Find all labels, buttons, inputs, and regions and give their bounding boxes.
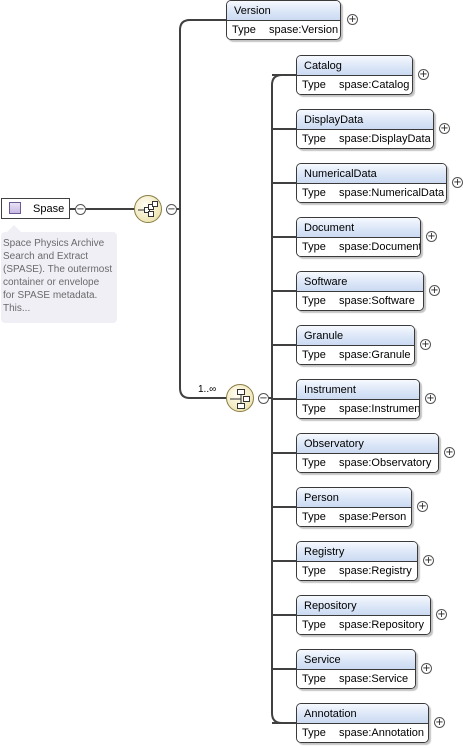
element-name: NumericalData — [297, 164, 446, 184]
type-label: Type — [302, 727, 326, 739]
type-value: spase:DisplayData — [339, 133, 431, 145]
type-label: Type — [302, 79, 326, 91]
element-type-row: Type spase:Granule — [297, 346, 414, 364]
type-value: spase:Catalog — [339, 79, 410, 91]
type-label: Type — [302, 133, 326, 145]
expand-icon[interactable]: + — [436, 609, 447, 620]
element-name: Repository — [297, 596, 430, 616]
type-value: spase:Annotation — [339, 727, 425, 739]
occurrence-label: 1..∞ — [198, 384, 217, 395]
expand-icon[interactable]: + — [420, 339, 431, 350]
type-value: spase:Version — [269, 24, 339, 36]
type-value: spase:Repository — [339, 619, 424, 631]
type-value: spase:Person — [339, 511, 407, 523]
expand-icon[interactable]: + — [347, 14, 358, 25]
element-name: Registry — [297, 542, 417, 562]
element-type-row: Type spase:Observatory — [297, 454, 438, 472]
type-label: Type — [232, 24, 256, 36]
root-documentation: Space Physics Archive Search and Extract… — [1, 225, 117, 323]
type-label: Type — [302, 241, 326, 253]
collapse-icon[interactable]: − — [75, 204, 86, 215]
type-label: Type — [302, 295, 326, 307]
element-name: DisplayData — [297, 110, 433, 130]
element-type-row: Type spase:DisplayData — [297, 130, 433, 148]
expand-icon[interactable]: + — [417, 501, 428, 512]
element-type-row: Type spase:Registry — [297, 562, 417, 580]
type-label: Type — [302, 187, 326, 199]
collapse-icon[interactable]: − — [166, 204, 177, 215]
expand-icon[interactable]: + — [444, 447, 455, 458]
element-name: Software — [297, 272, 423, 292]
type-label: Type — [302, 403, 326, 415]
collapse-icon[interactable]: − — [258, 393, 269, 404]
element-name: Catalog — [297, 56, 412, 76]
element-type-row: Type spase:Service — [297, 670, 415, 688]
element-name: Service — [297, 650, 415, 670]
expand-icon[interactable]: + — [439, 123, 450, 134]
element-name: Instrument — [297, 380, 419, 400]
element-name: Document — [297, 218, 420, 238]
type-value: spase:Instrument — [339, 403, 420, 415]
type-value: spase:Granule — [339, 349, 411, 361]
element-name: Granule — [297, 326, 414, 346]
element-type-row: Type spase:Software — [297, 292, 423, 310]
element-type-row: Type spase:Document — [297, 238, 421, 256]
expand-icon[interactable]: + — [418, 69, 429, 80]
element-type-row: Type spase:Annotation — [297, 724, 428, 742]
type-label: Type — [302, 673, 326, 685]
type-value: spase:Registry — [339, 565, 412, 577]
element-name: Person — [297, 488, 411, 508]
element-type-row: Type spase:Repository — [297, 616, 430, 634]
root-element-name: Spase — [33, 203, 65, 215]
type-value: spase:NumericalData — [339, 187, 445, 199]
type-value: spase:Document — [339, 241, 421, 253]
element-type-row: Type spase:NumericalData — [297, 184, 446, 202]
type-label: Type — [302, 565, 326, 577]
type-label: Type — [302, 457, 326, 469]
element-type-row: Type spase:Version — [227, 21, 340, 39]
element-type-row: Type spase:Catalog — [297, 76, 412, 94]
sequence-compositor-icon[interactable] — [134, 195, 162, 223]
element-icon — [9, 202, 21, 214]
type-value: spase:Software — [339, 295, 415, 307]
type-label: Type — [302, 349, 326, 361]
expand-icon[interactable]: + — [452, 177, 463, 188]
element-type-row: Type spase:Person — [297, 508, 411, 526]
element-version[interactable]: Version Type spase:Version — [226, 0, 341, 40]
element-name: Annotation — [297, 704, 428, 724]
expand-icon[interactable]: + — [423, 555, 434, 566]
root-element-spase[interactable]: Spase — [1, 198, 70, 219]
expand-icon[interactable]: + — [426, 231, 437, 242]
expand-icon[interactable]: + — [429, 285, 440, 296]
element-type-row: Type spase:Instrument — [297, 400, 420, 418]
type-label: Type — [302, 619, 326, 631]
choice-compositor-icon[interactable] — [226, 384, 254, 412]
expand-icon[interactable]: + — [434, 717, 445, 728]
type-value: spase:Observatory — [339, 457, 432, 469]
type-label: Type — [302, 511, 326, 523]
element-name: Version — [227, 1, 340, 21]
element-name: Observatory — [297, 434, 438, 454]
expand-icon[interactable]: + — [421, 663, 432, 674]
expand-icon[interactable]: + — [425, 393, 436, 404]
type-value: spase:Service — [339, 673, 409, 685]
